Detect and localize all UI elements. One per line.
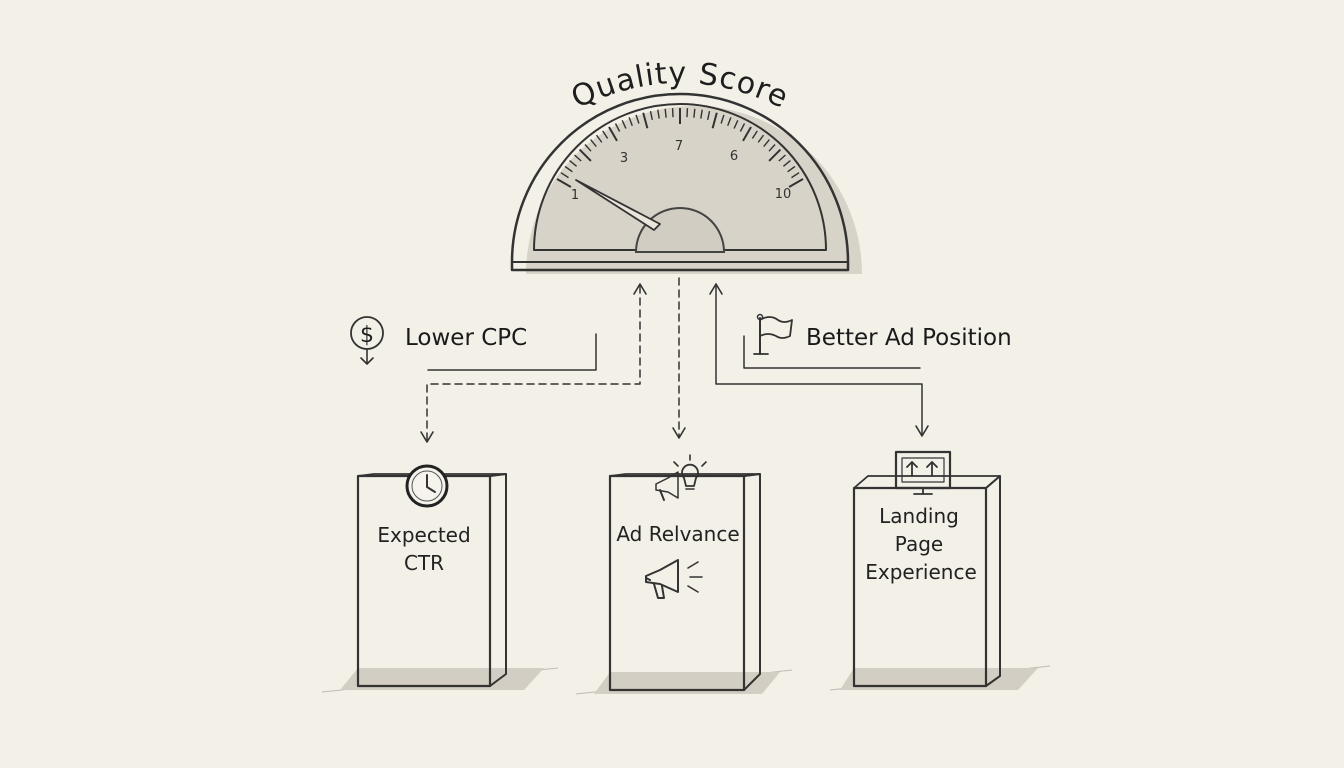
gauge-major-tick (556, 178, 572, 188)
factor-label-landing-line-1: Landing (879, 504, 959, 528)
gauge-major-tick (788, 178, 804, 188)
gauge-minor-tick (628, 117, 633, 127)
gauge-minor-tick (595, 134, 603, 143)
gauge-minor-tick (733, 120, 739, 129)
gauge-minor-tick (574, 154, 582, 162)
gauge-minor-tick (614, 123, 621, 132)
gauge-minor-tick (782, 160, 791, 167)
factor-box-expected-ctr: Expected CTR (321, 464, 559, 693)
gauge-minor-tick (768, 144, 776, 152)
megaphone-lightbulb-icon (655, 454, 712, 501)
gauge-minor-tick (751, 130, 758, 139)
gauge-minor-tick (700, 109, 703, 119)
factor-box-landing-page-experience: Landing Page Experience (829, 450, 1051, 691)
clock-icon (405, 464, 449, 508)
factor-box-ad-relevance: Ad Relvance (575, 454, 793, 695)
gauge-minor-tick (693, 108, 696, 118)
gauge-minor-tick (763, 139, 770, 148)
gauge-major-tick (768, 148, 782, 162)
gauge-minor-tick (635, 114, 640, 124)
gauge-major-tick (642, 112, 649, 129)
gauge-tick-label-7: 7 (675, 139, 683, 154)
lower-cpc-benefit: $ Lower CPC (350, 316, 527, 365)
gauge-minor-tick (560, 172, 569, 179)
gauge-tick-label-10: 10 (775, 187, 792, 202)
svg-text:$: $ (360, 323, 374, 348)
gauge-minor-tick (720, 114, 725, 124)
lower-cpc-bracket (427, 333, 597, 371)
factor-label-landing-line-3: Experience (865, 560, 977, 584)
megaphone-icon (645, 559, 703, 599)
gauge-minor-tick (707, 110, 711, 121)
gauge-minor-tick (739, 123, 746, 132)
connector-arrows (420, 277, 929, 443)
factor-label-landing-line-2: Page (895, 532, 943, 556)
gauge-minor-tick (649, 110, 653, 121)
factor-label-ad-relevance: Ad Relvance (616, 522, 739, 546)
monitor-arrows-icon (894, 450, 952, 495)
benefit-label-lower-cpc: Lower CPC (405, 325, 527, 351)
gauge-minor-tick (791, 172, 800, 179)
gauge-tick-label-3: 3 (620, 151, 628, 166)
gauge-minor-tick (590, 139, 597, 148)
gauge-minor-tick (584, 144, 592, 152)
gauge-major-tick (711, 112, 718, 129)
gauge-minor-tick (602, 130, 609, 139)
flag-icon (753, 313, 793, 355)
gauge-minor-tick (564, 165, 573, 173)
factor-label-expected-ctr-line-1: Expected (377, 523, 470, 547)
gauge-minor-tick (778, 154, 786, 162)
gauge-tick-marks (556, 108, 804, 188)
gauge-minor-tick (621, 120, 627, 129)
gauge-minor-tick (569, 160, 578, 167)
gauge-major-tick (742, 126, 752, 142)
gauge-minor-tick (787, 165, 796, 173)
dollar-down-icon: $ (350, 316, 384, 365)
better-ad-position-benefit: Better Ad Position (753, 313, 1012, 355)
gauge-minor-tick (727, 117, 732, 127)
quality-score-gauge: 1 3 7 6 10 (510, 92, 862, 274)
factor-label-expected-ctr-line-2: CTR (404, 551, 444, 575)
gauge-major-tick (578, 148, 592, 162)
benefit-label-better-ad-position: Better Ad Position (806, 325, 1012, 351)
gauge-minor-tick (657, 109, 660, 119)
gauge-minor-tick (757, 134, 765, 143)
gauge-major-tick (608, 126, 618, 142)
gauge-minor-tick (664, 108, 667, 118)
gauge-tick-label-1: 1 (571, 188, 579, 203)
gauge-tick-label-6: 6 (730, 149, 738, 164)
better-ad-position-bracket (743, 335, 921, 369)
gauge-needle (575, 179, 661, 231)
